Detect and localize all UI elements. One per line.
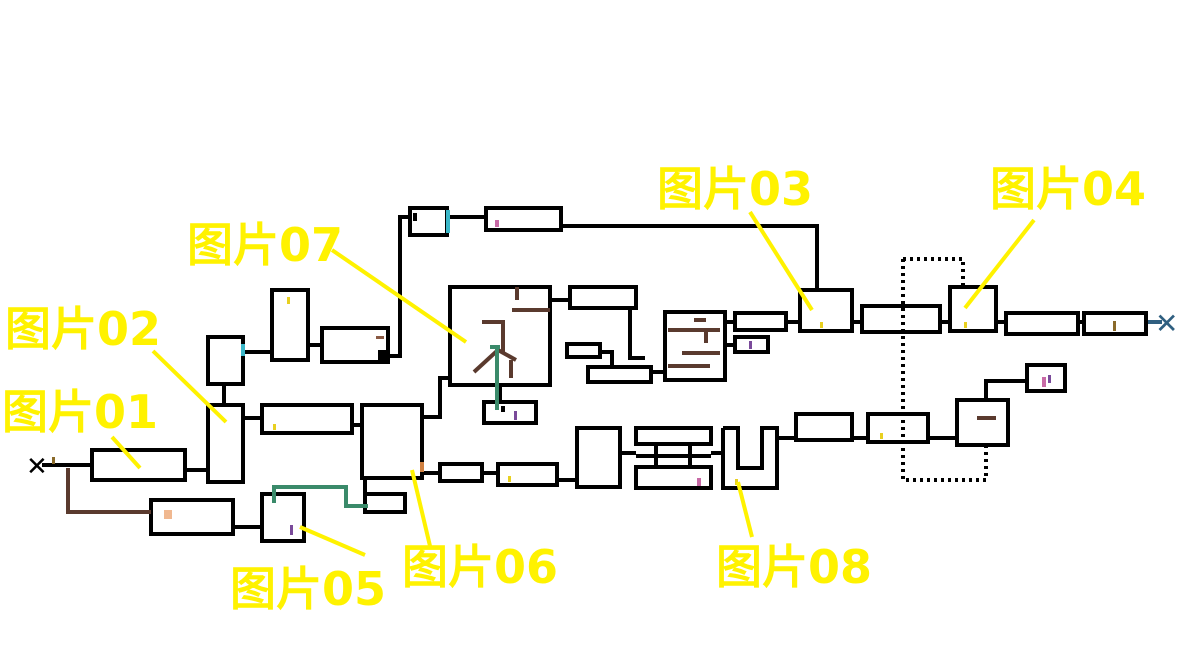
room <box>634 465 713 490</box>
room <box>206 335 245 386</box>
peach-marker <box>164 510 172 519</box>
yellow-marker <box>508 476 511 482</box>
room <box>149 498 235 536</box>
room <box>794 412 854 442</box>
room <box>733 311 788 332</box>
label-04: 图片04 <box>990 162 1146 216</box>
item-markers <box>52 210 1116 535</box>
room <box>448 285 552 387</box>
label-pointers <box>110 210 1036 557</box>
room <box>484 206 563 232</box>
room <box>482 400 538 425</box>
olive-marker <box>1113 321 1116 331</box>
room <box>663 310 727 382</box>
yellow-marker <box>273 424 276 430</box>
room <box>496 462 559 487</box>
room <box>260 403 354 435</box>
yellow-marker <box>880 433 883 439</box>
label-05: 图片05 <box>230 562 386 616</box>
pink-marker <box>495 220 499 227</box>
room <box>363 492 407 514</box>
room <box>575 426 622 489</box>
start-marker: ✕ <box>26 452 48 482</box>
purple-marker <box>514 411 517 420</box>
room <box>955 398 1010 447</box>
dotted-zone <box>901 257 988 482</box>
pink-marker <box>697 478 701 486</box>
label-02: 图片02 <box>5 302 161 356</box>
room <box>798 288 854 333</box>
room <box>438 462 484 483</box>
yellow-marker <box>287 297 290 304</box>
room <box>320 326 390 364</box>
pink-marker <box>1048 375 1051 383</box>
label-03: 图片03 <box>657 162 813 216</box>
label-06: 图片06 <box>402 540 558 594</box>
image-labels: 图片01 图片02 图片03 图片04 图片05 图片06 图片07 图片08 <box>2 162 1146 616</box>
room <box>948 285 998 333</box>
cyan-marker <box>241 344 245 356</box>
yellow-marker <box>735 479 738 485</box>
room <box>1004 311 1080 336</box>
room <box>586 365 653 384</box>
yellow-marker <box>820 322 823 328</box>
room <box>270 288 310 362</box>
purple-marker <box>749 341 752 349</box>
room <box>634 426 713 446</box>
interior-paths <box>66 213 996 514</box>
label-08: 图片08 <box>716 540 872 594</box>
pink-marker <box>1042 377 1046 387</box>
room <box>866 412 930 444</box>
end-marker: ✕ <box>1155 307 1178 340</box>
label-01: 图片01 <box>2 385 158 439</box>
room <box>568 285 638 310</box>
room <box>565 342 602 359</box>
room <box>206 403 245 484</box>
olive-marker <box>52 457 55 464</box>
brown-marker <box>376 336 384 339</box>
rooms <box>90 206 1148 543</box>
room <box>408 206 449 237</box>
room <box>260 492 306 543</box>
yellow-marker <box>964 322 967 328</box>
cyan-marker <box>446 210 450 233</box>
orange-marker <box>420 462 424 472</box>
purple-marker <box>290 525 293 535</box>
label-07: 图片07 <box>187 218 343 272</box>
room <box>360 403 424 480</box>
